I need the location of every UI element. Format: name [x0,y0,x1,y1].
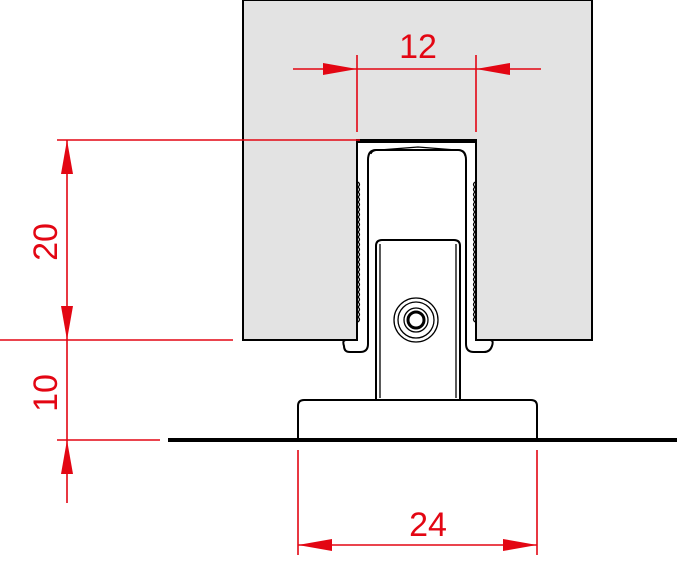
guide-stem [375,239,461,401]
dimension-slot-width: 12 [293,28,541,132]
dimension-label-12: 12 [399,28,437,66]
serrations-left [356,181,361,323]
dimension-heights: 20 10 [0,139,360,503]
screw-icon [393,297,439,343]
dimension-label-24: 24 [409,506,447,544]
dimension-label-10: 10 [27,374,65,412]
aluminium-profile [242,0,593,341]
guide-insert [342,141,494,353]
serrations-right [472,181,477,323]
dimension-base-width: 24 [297,450,538,555]
dimension-label-20: 20 [27,223,65,261]
guide-base [297,399,538,440]
